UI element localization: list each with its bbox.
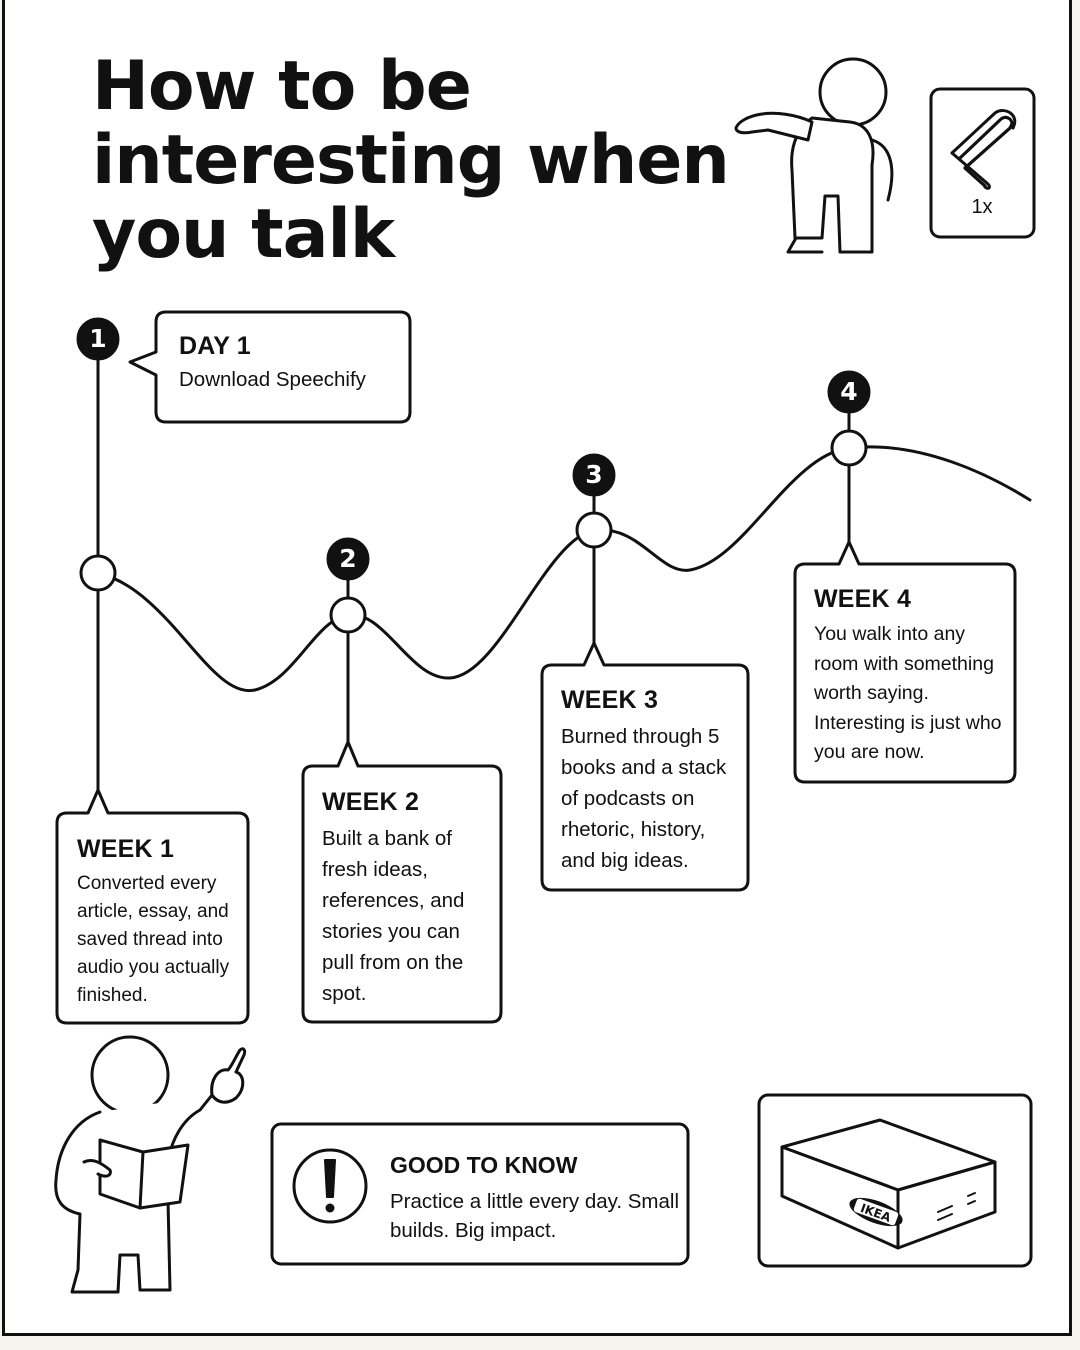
day1-callout-box [128, 310, 412, 424]
timeline-node-4 [830, 429, 868, 467]
step-number-3: 3 [585, 460, 603, 489]
hardware-box [929, 87, 1036, 239]
page-title: How to be interesting when you talk [92, 47, 730, 274]
exclamation-icon [292, 1148, 368, 1224]
hardware-quantity: 1x [971, 196, 993, 218]
week2-box [301, 740, 503, 1024]
week4-body: You walk into any room with something wo… [814, 623, 1002, 763]
week1-step: WEEK 1 Converted every article, essay, a… [77, 834, 243, 1010]
step-badge-4 [827, 370, 871, 414]
day1-heading: DAY 1 [179, 332, 251, 360]
week3-box [540, 641, 750, 892]
step-badge-3 [572, 453, 616, 497]
week3-heading: WEEK 3 [561, 686, 659, 714]
week4-heading: WEEK 4 [814, 585, 912, 613]
good-to-know-heading: GOOD TO KNOW [390, 1152, 578, 1178]
week2-heading: WEEK 2 [322, 788, 420, 816]
good-to-know-box [270, 1122, 690, 1266]
week1-body: Converted every article, essay, and save… [77, 873, 230, 1006]
day1-callout: DAY 1 Download Speechify [179, 331, 404, 395]
step-number-4: 4 [840, 377, 858, 406]
week4-box [793, 540, 1017, 784]
good-to-know: GOOD TO KNOW Practice a little every day… [390, 1151, 680, 1245]
week1-box [55, 788, 250, 1025]
week3-step: WEEK 3 Burned through 5 books and a stac… [561, 685, 743, 876]
flatpack-box-icon: IKEA [780, 1118, 997, 1250]
step-number-2: 2 [339, 544, 357, 573]
timeline-node-1 [79, 554, 117, 592]
week1-heading: WEEK 1 [77, 835, 175, 863]
step-badge-2 [326, 537, 370, 581]
step-number-1: 1 [89, 324, 107, 353]
timeline-node-2 [329, 596, 367, 634]
week4-step: WEEK 4 You walk into any room with somet… [814, 584, 1010, 768]
day1-body: Download Speechify [179, 368, 366, 391]
pointing-figure-icon [734, 57, 894, 254]
step-badge-1 [76, 317, 120, 361]
week2-step: WEEK 2 Built a bank of fresh ideas, refe… [322, 787, 492, 1009]
reading-figure-icon [54, 1035, 247, 1294]
week3-body: Burned through 5 books and a stack of po… [561, 725, 727, 872]
week2-body: Built a bank of fresh ideas, references,… [322, 827, 465, 1005]
good-to-know-body: Practice a little every day. Small build… [390, 1190, 680, 1242]
timeline-node-3 [575, 511, 613, 549]
